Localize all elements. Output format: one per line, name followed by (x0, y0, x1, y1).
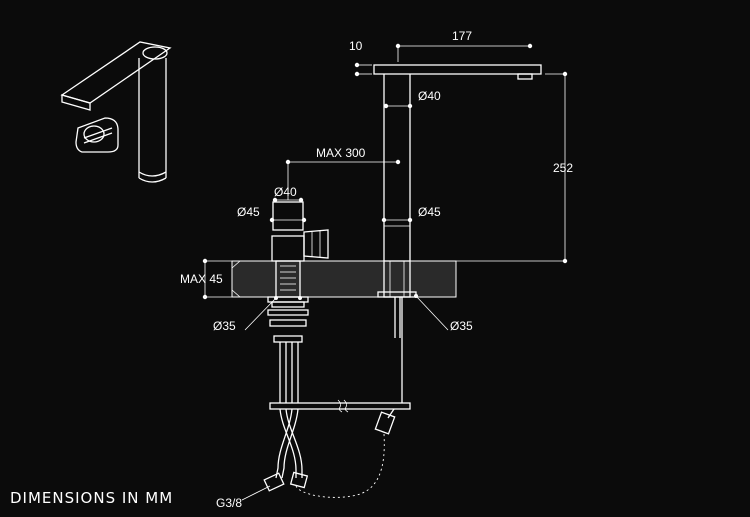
dim-valve-d40-label: Ø40 (274, 185, 297, 199)
dimensions-caption: DIMENSIONS IN MM (10, 489, 173, 507)
dim-252-label: 252 (553, 161, 573, 175)
mixer-body (373, 64, 542, 403)
dim-max300-label: MAX 300 (316, 146, 366, 160)
dim-left-d35-label: Ø35 (213, 319, 236, 333)
faucet-3d-thumbnail (60, 41, 172, 183)
dim-right-d35-label: Ø35 (450, 319, 473, 333)
mounting-bracket (269, 399, 411, 413)
dim-thread-label: G3/8 (216, 496, 242, 510)
dim-177-label: 177 (452, 29, 472, 43)
valve-body (267, 201, 329, 403)
countertop-section (231, 260, 457, 298)
flexible-hoses (263, 408, 396, 498)
dimension-lines (202, 43, 568, 501)
dim-valve-d45-label: Ø45 (237, 205, 260, 219)
dim-spout-diameter-label: Ø40 (418, 89, 441, 103)
dim-max45-label: MAX 45 (180, 272, 223, 286)
dim-body-diameter-label: Ø45 (418, 205, 441, 219)
dim-10-label: 10 (349, 39, 363, 53)
